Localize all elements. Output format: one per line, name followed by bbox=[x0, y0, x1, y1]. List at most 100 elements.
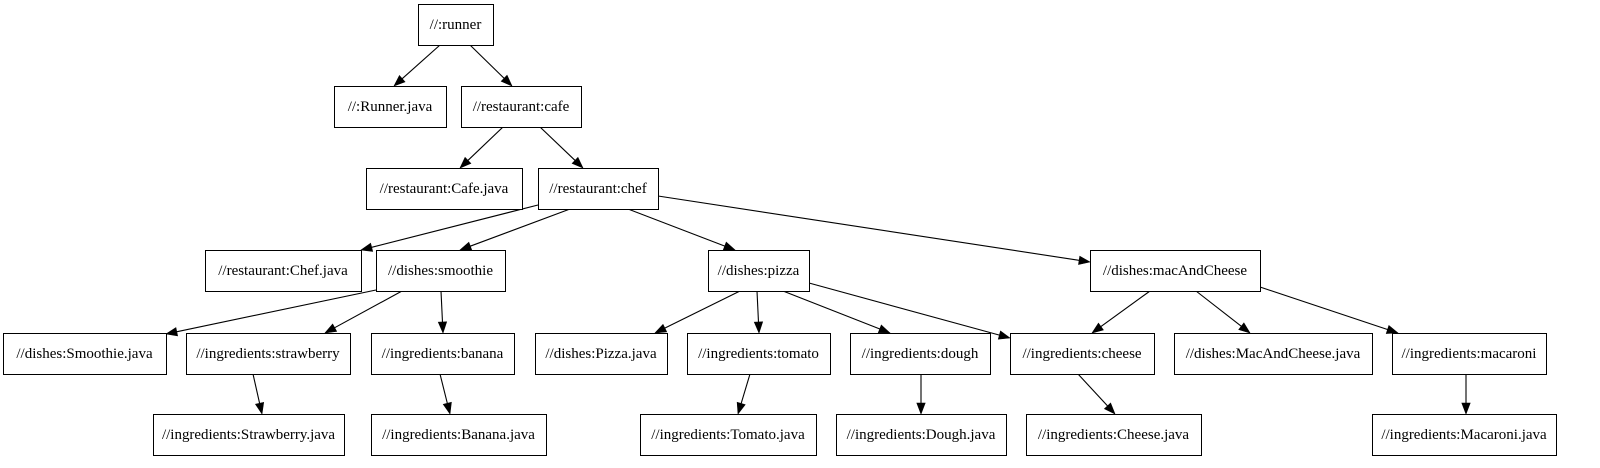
node-label: //dishes:Pizza.java bbox=[545, 346, 657, 362]
graph-node-runner[interactable]: //:runner bbox=[418, 4, 494, 46]
graph-edge bbox=[324, 290, 403, 334]
graph-edge bbox=[1259, 286, 1399, 334]
graph-edges-layer bbox=[165, 44, 1471, 415]
graph-edge bbox=[657, 195, 1091, 265]
node-box[interactable] bbox=[1372, 414, 1557, 456]
edge-arrowhead-icon bbox=[1103, 402, 1116, 415]
edge-arrowhead-icon bbox=[654, 323, 668, 334]
node-box[interactable] bbox=[640, 414, 817, 456]
edge-line bbox=[370, 204, 539, 249]
graph-node-ing_banana[interactable]: //ingredients:banana bbox=[371, 333, 515, 375]
node-box[interactable] bbox=[538, 168, 659, 210]
graph-edge bbox=[916, 374, 926, 415]
node-box[interactable] bbox=[535, 333, 668, 375]
node-label: //ingredients:Banana.java bbox=[382, 427, 535, 443]
graph-node-runner_java[interactable]: //:Runner.java bbox=[334, 86, 447, 128]
edge-line bbox=[1259, 286, 1390, 331]
node-box[interactable] bbox=[1392, 333, 1547, 375]
node-label: //ingredients:dough bbox=[862, 346, 979, 362]
graph-nodes-layer: //:runner //:Runner.java //restaurant:cafe… bbox=[3, 4, 1557, 456]
graph-node-ing_cheese[interactable]: //ingredients:cheese bbox=[1010, 333, 1155, 375]
edge-line bbox=[539, 126, 577, 162]
node-box[interactable] bbox=[371, 333, 515, 375]
edge-arrowhead-icon bbox=[1385, 325, 1399, 334]
edge-arrowhead-icon bbox=[393, 75, 406, 87]
edge-arrowhead-icon bbox=[916, 402, 926, 415]
edge-arrowhead-icon bbox=[165, 327, 179, 337]
edge-arrowhead-icon bbox=[997, 330, 1011, 340]
graph-node-restaurant_cafe[interactable]: //restaurant:cafe bbox=[461, 86, 582, 128]
node-box[interactable] bbox=[3, 333, 167, 375]
edge-line bbox=[782, 290, 882, 331]
graph-node-pizza_java[interactable]: //dishes:Pizza.java bbox=[535, 333, 668, 375]
graph-edge bbox=[459, 208, 571, 251]
graph-edge bbox=[360, 204, 539, 252]
graph-node-macaroni_java[interactable]: //ingredients:Macaroni.java bbox=[1372, 414, 1557, 456]
edge-line bbox=[175, 289, 377, 333]
edge-arrowhead-icon bbox=[324, 323, 338, 334]
graph-edge bbox=[469, 44, 513, 87]
node-box[interactable] bbox=[850, 333, 991, 375]
node-box[interactable] bbox=[186, 333, 351, 375]
node-box[interactable] bbox=[708, 250, 810, 292]
graph-node-ing_tomato[interactable]: //ingredients:tomato bbox=[687, 333, 831, 375]
graph-node-dough_java[interactable]: //ingredients:Dough.java bbox=[836, 414, 1007, 456]
node-box[interactable] bbox=[687, 333, 831, 375]
edge-arrowhead-icon bbox=[722, 241, 736, 251]
edge-line bbox=[808, 282, 1001, 337]
node-label: //dishes:macAndCheese bbox=[1103, 263, 1247, 279]
node-box[interactable] bbox=[376, 250, 506, 292]
node-label: //ingredients:Strawberry.java bbox=[162, 427, 335, 443]
node-box[interactable] bbox=[1010, 333, 1155, 375]
graph-edge bbox=[808, 282, 1011, 340]
graph-edge bbox=[252, 373, 265, 415]
node-label: //restaurant:Chef.java bbox=[218, 263, 348, 279]
graph-node-dishes_smoothie[interactable]: //dishes:smoothie bbox=[376, 250, 506, 292]
graph-edge bbox=[437, 290, 448, 334]
graph-edge bbox=[627, 208, 736, 251]
node-box[interactable] bbox=[153, 414, 345, 456]
edge-line bbox=[333, 290, 403, 329]
graph-node-restaurant_chef[interactable]: //restaurant:chef bbox=[538, 168, 659, 210]
graph-node-strawberry_java[interactable]: //ingredients:Strawberry.java bbox=[153, 414, 345, 456]
node-box[interactable] bbox=[371, 414, 547, 456]
edge-line bbox=[1099, 290, 1151, 328]
graph-node-cafe_java[interactable]: //restaurant:Cafe.java bbox=[366, 168, 523, 210]
node-box[interactable] bbox=[1026, 414, 1202, 456]
edge-arrowhead-icon bbox=[571, 156, 584, 169]
node-box[interactable] bbox=[205, 250, 362, 292]
graph-edge bbox=[753, 290, 764, 334]
node-box[interactable] bbox=[836, 414, 1007, 456]
edge-arrowhead-icon bbox=[254, 401, 265, 415]
graph-node-dishes_macandcheese[interactable]: //dishes:macAndCheese bbox=[1090, 250, 1261, 292]
graph-node-ing_strawberry[interactable]: //ingredients:strawberry bbox=[186, 333, 351, 375]
graph-edge bbox=[539, 126, 584, 169]
node-box[interactable] bbox=[418, 4, 494, 46]
graph-node-ing_macaroni[interactable]: //ingredients:macaroni bbox=[1392, 333, 1547, 375]
edge-arrowhead-icon bbox=[1238, 322, 1251, 334]
node-box[interactable] bbox=[334, 86, 447, 128]
node-box[interactable] bbox=[366, 168, 523, 210]
node-box[interactable] bbox=[461, 86, 582, 128]
node-label: //restaurant:chef bbox=[549, 181, 646, 197]
node-label: //restaurant:Cafe.java bbox=[380, 181, 509, 197]
node-label: //ingredients:macaroni bbox=[1402, 346, 1537, 362]
graph-node-tomato_java[interactable]: //ingredients:Tomato.java bbox=[640, 414, 817, 456]
node-label: //ingredients:strawberry bbox=[196, 346, 340, 362]
node-label: //dishes:smoothie bbox=[388, 263, 493, 279]
graph-node-macandcheese_java[interactable]: //dishes:MacAndCheese.java bbox=[1174, 333, 1373, 375]
graph-node-ing_dough[interactable]: //ingredients:dough bbox=[850, 333, 991, 375]
graph-node-dishes_pizza[interactable]: //dishes:pizza bbox=[708, 250, 810, 292]
graph-node-chef_java[interactable]: //restaurant:Chef.java bbox=[205, 250, 362, 292]
node-box[interactable] bbox=[1090, 250, 1261, 292]
graph-node-cheese_java[interactable]: //ingredients:Cheese.java bbox=[1026, 414, 1202, 456]
graph-node-banana_java[interactable]: //ingredients:Banana.java bbox=[371, 414, 547, 456]
node-label: //:Runner.java bbox=[348, 99, 433, 115]
graph-edge bbox=[439, 373, 452, 415]
graph-node-smoothie_java[interactable]: //dishes:Smoothie.java bbox=[3, 333, 167, 375]
node-box[interactable] bbox=[1174, 333, 1373, 375]
edge-line bbox=[400, 44, 441, 81]
edge-line bbox=[663, 290, 741, 330]
edge-line bbox=[1195, 290, 1243, 328]
